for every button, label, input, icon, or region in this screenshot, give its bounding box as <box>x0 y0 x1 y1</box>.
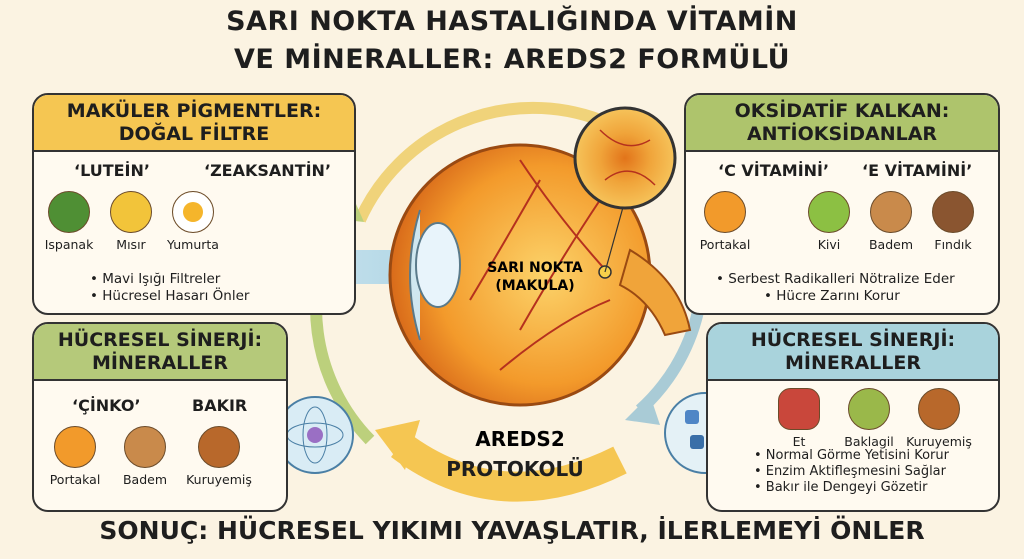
bullet-2: • Hücresel Hasarı Önler <box>90 288 250 304</box>
almond-icon <box>124 426 166 468</box>
meat-icon <box>778 388 820 430</box>
macula-label-2: (MAKULA) <box>495 278 574 294</box>
panel-heading-2: MİNERALLER <box>91 352 228 374</box>
protocol-label-2: PROTOKOLÜ <box>446 457 584 481</box>
food-almond: Badem <box>856 191 926 252</box>
panel-header: HÜCRESEL SİNERJİ: MİNERALLER <box>708 324 998 381</box>
macula-label-1: SARI NOKTA <box>487 260 583 276</box>
panel-lutein-zeaxanthin: MAKÜLER PİGMENTLER: DOĞAL FİLTRE ‘LUTEİN… <box>32 93 356 315</box>
title-line-2: VE MİNERALLER: AREDS2 FORMÜLÜ <box>233 44 791 75</box>
panel-heading-1: MAKÜLER PİGMENTLER: <box>66 100 322 122</box>
vitamin-c-label: ‘C VİTAMİNİ’ <box>718 161 830 180</box>
nut-icon <box>198 426 240 468</box>
conclusion-footer: SONUÇ: HÜCRESEL YIKIMI YAVAŞLATIR, İLERL… <box>99 516 925 545</box>
food-corn: Mısır <box>96 191 166 252</box>
panel-zinc-copper: HÜCRESEL SİNERJİ: MİNERALLER ‘ÇİNKO’ BAK… <box>32 322 288 512</box>
title-line-1: SARI NOKTA HASTALIĞINDA VİTAMİN <box>226 6 798 37</box>
panel-heading-2: MİNERALLER <box>784 352 921 374</box>
spinach-icon <box>48 191 90 233</box>
cycle-arrow-top <box>354 101 603 223</box>
panel-header: OKSİDATİF KALKAN: ANTİOKSİDANLAR <box>686 95 998 152</box>
bullet-2: • Hücre Zarını Korur <box>764 288 900 304</box>
food-orange: Portakal <box>690 191 760 252</box>
food-nuts: Kuruyemiş <box>904 388 974 449</box>
food-legume: Baklagil <box>834 388 904 449</box>
optic-nerve <box>618 248 692 337</box>
panel-heading-1: HÜCRESEL SİNERJİ: <box>750 329 956 351</box>
bullet-1: • Serbest Radikalleri Nötralize Eder <box>716 271 955 287</box>
zinc-label: ‘ÇİNKO’ <box>72 396 141 415</box>
legume-icon <box>848 388 890 430</box>
food-almond: Badem <box>110 426 180 487</box>
panel-heading-2: ANTİOKSİDANLAR <box>746 123 938 145</box>
kiwi-icon <box>808 191 850 233</box>
panel-heading-2: DOĞAL FİLTRE <box>118 123 270 145</box>
food-orange: Portakal <box>40 426 110 487</box>
bullet-1: • Mavi Işığı Filtreler <box>90 271 221 287</box>
bullet-3: • Bakır ile Dengeyi Gözetir <box>754 480 928 495</box>
lens <box>415 222 461 308</box>
panel-heading-1: HÜCRESEL SİNERJİ: <box>57 329 263 351</box>
hazelnut-icon <box>932 191 974 233</box>
corn-icon <box>110 191 152 233</box>
bullet-2: • Enzim Aktifleşmesini Sağlar <box>754 464 946 479</box>
protocol-arrow <box>391 432 627 502</box>
lutein-label: ‘LUTEİN’ <box>74 161 150 180</box>
nut-icon <box>918 388 960 430</box>
vitamin-e-label: ‘E VİTAMİNİ’ <box>862 161 973 180</box>
food-nuts: Kuruyemiş <box>184 426 254 487</box>
bullet-1: • Normal Görme Yetisini Korur <box>754 448 949 463</box>
copper-label: BAKIR <box>192 396 248 415</box>
zeaxanthin-label: ‘ZEAKSANTİN’ <box>204 161 332 180</box>
panel-header: MAKÜLER PİGMENTLER: DOĞAL FİLTRE <box>34 95 354 152</box>
food-spinach: Ispanak <box>34 191 104 252</box>
panel-minerals-right: HÜCRESEL SİNERJİ: MİNERALLER Et Baklagil… <box>706 322 1000 512</box>
food-kiwi: Kivi <box>794 191 864 252</box>
panel-heading-1: OKSİDATİF KALKAN: <box>734 100 950 122</box>
protocol-label-1: AREDS2 <box>475 427 564 451</box>
almond-icon <box>870 191 912 233</box>
food-meat: Et <box>764 388 834 449</box>
panel-antioxidants: OKSİDATİF KALKAN: ANTİOKSİDANLAR ‘C VİTA… <box>684 93 1000 315</box>
orange-icon <box>54 426 96 468</box>
food-egg: Yumurta <box>158 191 228 252</box>
retina-zoom <box>573 106 677 210</box>
panel-header: HÜCRESEL SİNERJİ: MİNERALLER <box>34 324 286 381</box>
egg-icon <box>172 191 214 233</box>
food-hazelnut: Fındık <box>918 191 988 252</box>
orange-icon <box>704 191 746 233</box>
